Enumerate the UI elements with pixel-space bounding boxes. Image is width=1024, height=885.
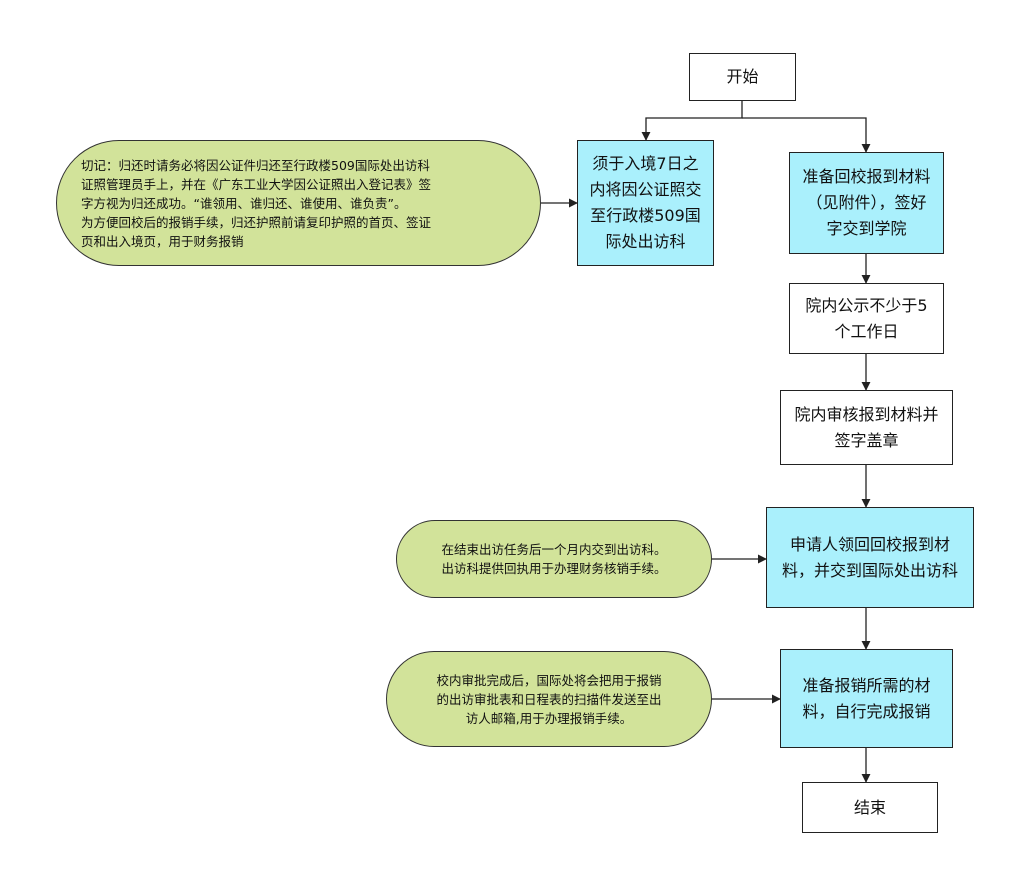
passport-return-note-text: 切记：归还时请务必将因公证件归还至行政楼509国际处出访科 证照管理员手上，并在… (81, 157, 432, 249)
prepare-materials-label: 准备回校报到材料 （见附件），签好 字交到学院 (802, 167, 931, 238)
start-node-label: 开始 (726, 67, 759, 86)
end-node: 结束 (802, 782, 938, 833)
submit-passport-node: 须于入境7日之 内将因公证照交 至行政楼509国 际处出访科 (577, 140, 714, 266)
prepare-reimburse-label: 准备报销所需的材 料，自行完成报销 (802, 675, 931, 721)
review-sign-node: 院内审核报到材料并 签字盖章 (780, 390, 953, 465)
email-scan-note: 校内审批完成后，国际处将会把用于报销 的出访审批表和日程表的扫描件发送至出 访人… (386, 651, 712, 747)
collect-receipt-node: 申请人领回回校报到材 料，并交到国际处出访科 (766, 507, 974, 608)
start-node: 开始 (689, 53, 796, 101)
collect-receipt-label: 申请人领回回校报到材 料，并交到国际处出访科 (781, 534, 958, 580)
prepare-reimburse-node: 准备报销所需的材 料，自行完成报销 (780, 649, 953, 748)
prepare-materials-node: 准备回校报到材料 （见附件），签好 字交到学院 (789, 152, 944, 254)
email-scan-note-text: 校内审批完成后，国际处将会把用于报销 的出访审批表和日程表的扫描件发送至出 访人… (436, 672, 662, 726)
submit-passport-label: 须于入境7日之 内将因公证照交 至行政楼509国 际处出访科 (589, 154, 702, 251)
receipt-deadline-note: 在结束出访任务后一个月内交到出访科。 出访科提供回执用于办理财务核销手续。 (396, 520, 712, 598)
end-node-label: 结束 (853, 797, 886, 817)
connector-start-to-prepare (742, 117, 871, 153)
publicity-label: 院内公示不少于5 个工作日 (805, 295, 928, 341)
publicity-node: 院内公示不少于5 个工作日 (789, 283, 944, 354)
review-sign-label: 院内审核报到材料并 签字盖章 (794, 404, 939, 450)
passport-return-note: 切记：归还时请务必将因公证件归还至行政楼509国际处出访科 证照管理员手上，并在… (56, 140, 541, 266)
receipt-deadline-note-text: 在结束出访任务后一个月内交到出访科。 出访科提供回执用于办理财务核销手续。 (441, 542, 667, 576)
connector-start-split (641, 100, 743, 141)
